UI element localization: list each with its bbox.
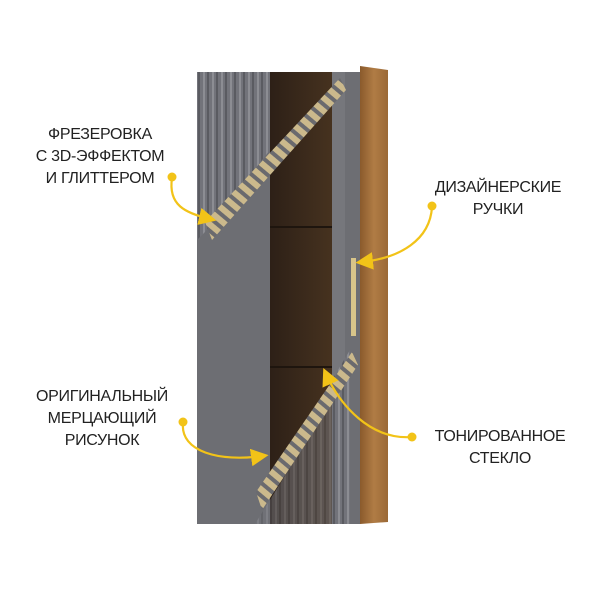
callout-line: МЕРЦАЮЩИЙ [47, 410, 157, 427]
glitter-strip-lower [256, 352, 358, 510]
arrow-pattern [181, 422, 269, 467]
callout-line: ТОНИРОВАННОЕ [434, 428, 566, 445]
callout-line: ДИЗАЙНЕРСКИЕ [434, 179, 562, 196]
dot-handles [427, 201, 437, 211]
callout-line: И ГЛИТТЕРОМ [45, 170, 155, 187]
glitter-strip-upper [205, 78, 346, 240]
callout-line: ФРЕЗЕРОВКА [48, 126, 152, 143]
callout-line: СТЕКЛО [469, 450, 531, 467]
cabinet-handle [351, 258, 356, 336]
arrow-handles [355, 206, 434, 270]
dot-milling [167, 172, 177, 182]
arrow-milling [170, 177, 217, 225]
cabinet-side-panel [360, 66, 388, 524]
callout-pattern: ОРИГИНАЛЬНЫЙ МЕРЦАЮЩИЙ РИСУНОК [22, 386, 182, 452]
callout-line: РУЧКИ [472, 201, 524, 218]
arrow-glass [322, 367, 413, 439]
callout-handles: ДИЗАЙНЕРСКИЕ РУЧКИ [418, 177, 578, 221]
callout-glass: ТОНИРОВАННОЕ СТЕКЛО [420, 426, 580, 470]
callout-arrows [170, 177, 434, 467]
callout-line: ОРИГИНАЛЬНЫЙ [36, 388, 168, 405]
dot-glass [407, 432, 417, 442]
callout-dots [167, 172, 437, 442]
dot-pattern [178, 417, 188, 427]
callout-milling: ФРЕЗЕРОВКА С 3D-ЭФФЕКТОМ И ГЛИТТЕРОМ [20, 124, 180, 190]
callout-line: РИСУНОК [64, 432, 140, 449]
milling-stripes [197, 72, 270, 240]
callout-line: С 3D-ЭФФЕКТОМ [35, 148, 165, 165]
